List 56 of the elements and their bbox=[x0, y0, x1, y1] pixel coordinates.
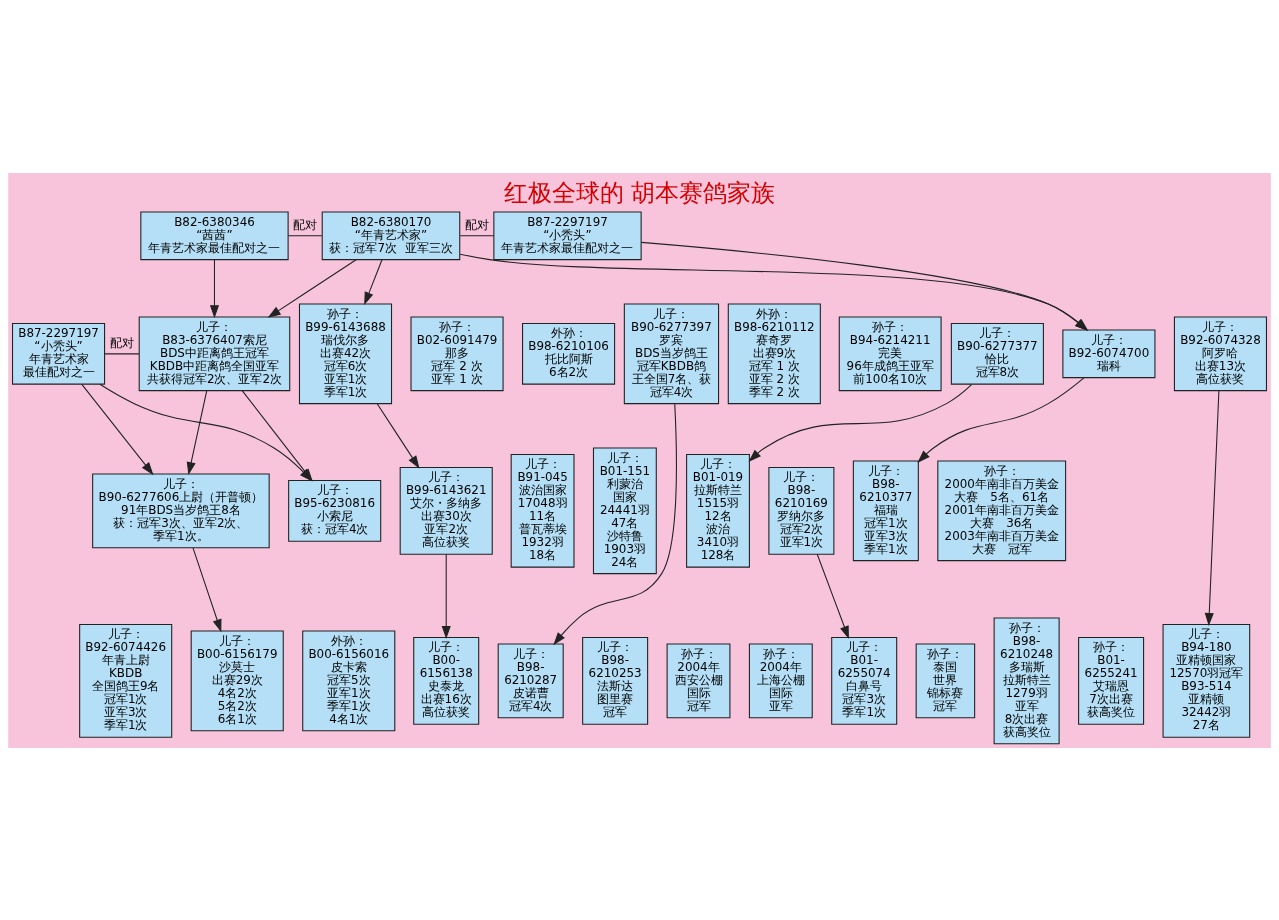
node-box: B82-6380170 “年青艺术家” 获：冠军7次 亚军三次 bbox=[321, 210, 461, 260]
node-box: 儿子： B00- 6156138 史泰龙 出赛16次 高位获奖 bbox=[413, 636, 480, 725]
node-box: B87-2297197 “小秃头” 年青艺术家 最佳配对之一 bbox=[12, 322, 106, 385]
node-box: 儿子： B01-019 拉斯特兰 1515羽 12名 波治 3410羽 128名 bbox=[686, 453, 750, 568]
edge-label: 配对 bbox=[464, 217, 489, 232]
node-box: 孙子： B94-6214211 完美 96年成鸽王亚军 前100名10次 bbox=[838, 315, 942, 391]
node-box: 孙子： 2004年 西安公棚 国际 冠军 bbox=[666, 643, 731, 718]
arrow bbox=[816, 553, 849, 639]
node-box: 外孙： B00-6156016 皮卡索 冠军5次 亚军1次 季军1次 4名1次 bbox=[302, 630, 396, 731]
node-box: 儿子： B95-6230816 小索尼 获：冠军4次 bbox=[288, 479, 382, 542]
connector bbox=[287, 234, 323, 236]
node-box: 儿子： B98- 6210253 法斯达 图里赛 冠军 bbox=[582, 636, 649, 725]
node-box: 孙子： B98- 6210248 多瑞斯 拉斯特兰 1279羽 亚军 8次出赛 获高奖位 bbox=[993, 617, 1060, 744]
node-box: 孙子： B02-6091479 那多 冠军 2 次 亚军 1 次 bbox=[410, 315, 504, 391]
arrow bbox=[81, 383, 154, 475]
node-box: 儿子： B99-6143621 艾尔・多纳多 出赛30次 亚军2次 高位获奖 bbox=[399, 466, 493, 555]
node-box: 儿子： B00-6156179 沙莫士 出赛29次 4名2次 5名2次 6名1次 bbox=[190, 630, 284, 731]
arrow bbox=[192, 546, 222, 632]
arrow bbox=[748, 383, 973, 462]
node-box: 儿子： B92-6074700 瑞科 bbox=[1062, 328, 1156, 378]
node-box: 儿子： B91-045 波治国家 17048羽 11名 普瓦蒂埃 1932羽 18名 bbox=[510, 453, 575, 568]
node-box: 孙子： 泰国 世界 锦标赛 冠军 bbox=[915, 643, 976, 718]
node-box: 儿子： B92-6074328 阿罗哈 出赛13次 高位获奖 bbox=[1173, 315, 1267, 391]
node-box: 孙子： B01- 6255241 艾瑞恩 7次出赛 获高奖位 bbox=[1078, 636, 1145, 725]
node-box: 孙子： 2000年南非百万美金 大赛 5名、61名 2001年南非百万美金 大赛 36名 2003年南非百万美金 大赛 冠军 bbox=[937, 460, 1067, 561]
node-box: B82-6380346 “茜茜” 年青艺术家最佳配对之一 bbox=[140, 210, 289, 260]
arrow bbox=[364, 258, 383, 305]
arrow bbox=[376, 402, 420, 469]
arrow bbox=[553, 403, 677, 645]
edge-label: 配对 bbox=[293, 217, 318, 232]
arrow bbox=[209, 258, 220, 318]
node-box: B87-2297197 “小秃头” 年青艺术家最佳配对之一 bbox=[493, 210, 642, 260]
connector bbox=[104, 352, 140, 354]
node-box: 孙子： 2004年 上海公棚 国际 亚军 bbox=[748, 643, 813, 718]
node-box: 儿子： B94-180 亚精顿国家 12570羽冠军 B93-514 亚精顿 32442羽 27名 bbox=[1162, 623, 1251, 738]
arrow bbox=[267, 258, 357, 318]
arrow bbox=[917, 376, 1085, 463]
node-box: 儿子： B01- 6255074 白鼻号 冠军3次 季军1次 bbox=[831, 636, 898, 725]
node-box: 儿子： B90-6277377 恰比 冠军8次 bbox=[950, 322, 1044, 385]
node-box: 外孙： B98-6210106 托比阿斯 6名2次 bbox=[522, 322, 616, 385]
connector bbox=[459, 234, 495, 236]
node-box: 儿子： B90-6277397 罗宾 BDS当岁鸽王 冠军KBDB鸽 王全国7名、获 冠军4次 bbox=[623, 303, 720, 404]
node-box: 儿子： B98- 6210287 皮诺曹 冠军4次 bbox=[497, 643, 564, 718]
node-box: 外孙： B98-6210112 赛奇罗 出赛9次 冠军 1 次 亚军 2 次 季军 2 次 bbox=[727, 303, 821, 404]
node-box: 儿子： B83-6376407索尼 BDS中距离鸽王冠军 KBDB中距离鸽全国亚军 共获得冠军2次、亚军2次 bbox=[138, 315, 291, 391]
arrow bbox=[186, 389, 208, 475]
arrow bbox=[441, 553, 451, 639]
node-box: 儿子： B92-6074426 年青上尉 KBDB 全国鸽王9名 冠军1次 亚军3次 季军1次 bbox=[79, 623, 173, 738]
node-box: 儿子： B01-151 利蒙治 国家 24441羽 47名 沙特鲁 1903羽 24名 bbox=[592, 447, 657, 574]
arrow bbox=[1204, 389, 1220, 626]
edge-label: 配对 bbox=[109, 335, 134, 350]
diagram-title: 红极全球的 胡本赛鸽家族 bbox=[503, 178, 776, 207]
node-box: 儿子： B98- 6210377 福瑞 冠军1次 亚军3次 季军1次 bbox=[852, 460, 919, 561]
node-box: 儿子： B98- 6210169 罗纳尔多 冠军2次 亚军1次 bbox=[768, 466, 835, 555]
node-box: 孙子： B99-6143688 瑞伐尔多 出赛42次 冠军6次 亚军1次 季军1次 bbox=[298, 303, 393, 404]
node-box: 儿子： B90-6277606上尉（开普顿） 91年BDS当岁鸽王8名 获：冠军3次、亚军2次、 季军1次。 bbox=[92, 473, 270, 548]
